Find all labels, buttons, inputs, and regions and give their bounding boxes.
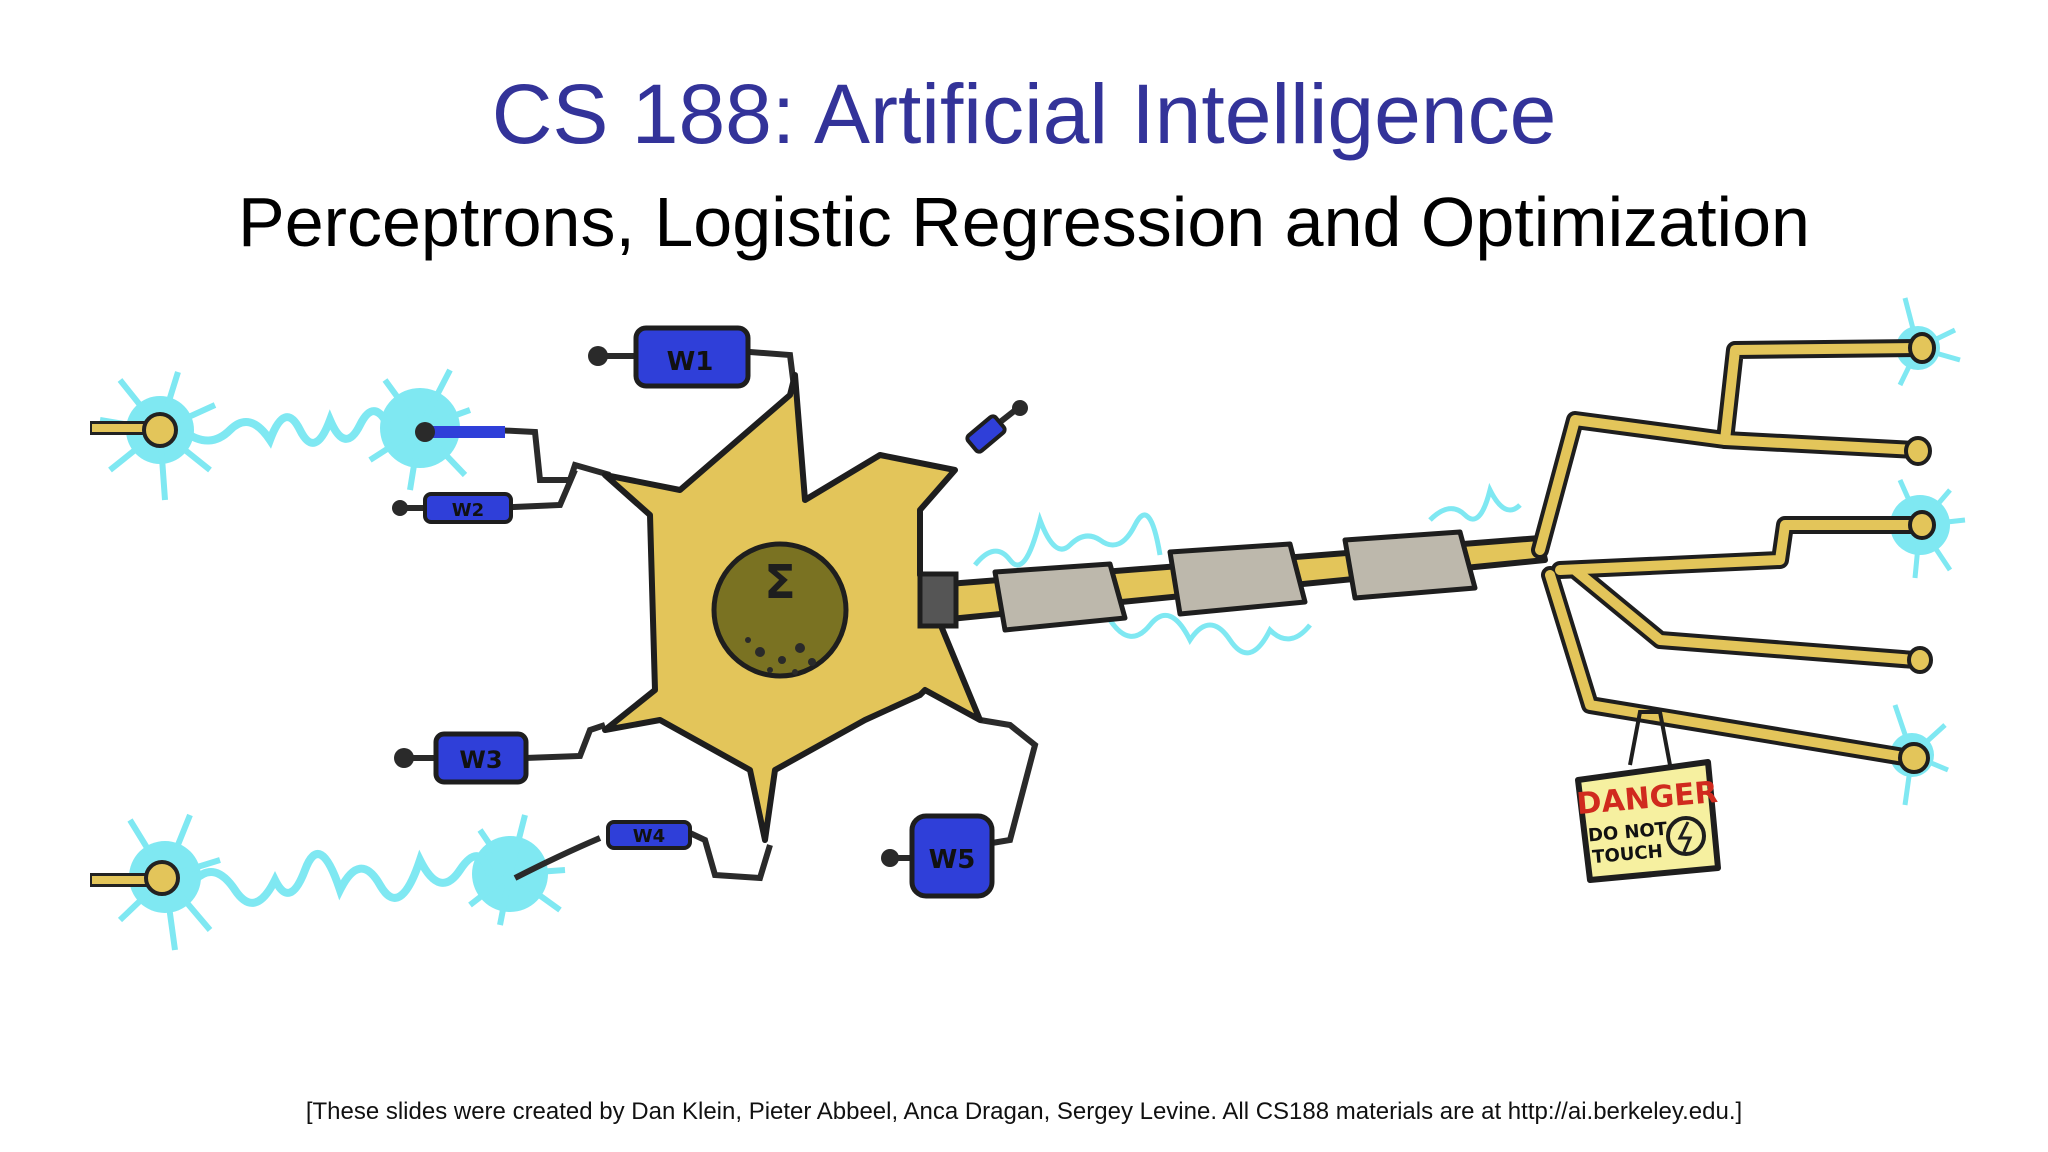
weight-w3: W3	[394, 731, 529, 785]
soma-nucleus	[711, 541, 849, 679]
terminal-bulb-3	[1908, 510, 1936, 540]
myelin-sheaths	[992, 529, 1478, 633]
terminal-bulb-2	[1904, 436, 1932, 466]
weight-w4-label: W4	[633, 826, 665, 847]
axon-spark-right	[1428, 482, 1522, 522]
weight-w3-label: W3	[459, 746, 502, 774]
weight-small	[965, 400, 1028, 454]
input-spark-bottom-mid	[468, 814, 566, 926]
dendrite-wires	[489, 349, 1039, 882]
weight-w2-label: W2	[452, 500, 484, 521]
weight-w1: W1	[588, 325, 751, 389]
weight-w1-label: W1	[667, 347, 714, 377]
weight-w2: W2	[392, 422, 513, 524]
slide-subtitle: Perceptrons, Logistic Regression and Opt…	[238, 183, 1810, 261]
squiggle-top	[182, 407, 394, 449]
axon-terminals	[1531, 332, 1936, 774]
weight-w4: W4	[513, 820, 692, 881]
input-terminals	[90, 412, 180, 896]
squiggle-bottom	[192, 849, 494, 907]
neuron-soma: Σ	[602, 372, 983, 843]
high-voltage-icon	[1666, 816, 1706, 856]
terminal-bulb-4	[1907, 646, 1933, 674]
sigma-symbol: Σ	[764, 555, 795, 609]
weight-w5-label: W5	[929, 845, 976, 875]
axon	[917, 529, 1548, 633]
axon-spark-bottom	[1107, 613, 1312, 656]
nucleus-dots	[745, 637, 816, 675]
slide-title: CS 188: Artificial Intelligence	[491, 67, 1557, 161]
weight-w5: W5	[881, 813, 995, 899]
danger-sign: DANGER DO NOT TOUCH	[1575, 710, 1721, 883]
slide-footer-credits: [These slides were created by Dan Klein,…	[305, 1098, 1743, 1125]
axon-spark-top	[973, 511, 1163, 568]
axon-hillock	[917, 571, 959, 629]
terminal-bulb-5	[1898, 742, 1930, 774]
terminal-bulb-1	[1908, 332, 1936, 364]
